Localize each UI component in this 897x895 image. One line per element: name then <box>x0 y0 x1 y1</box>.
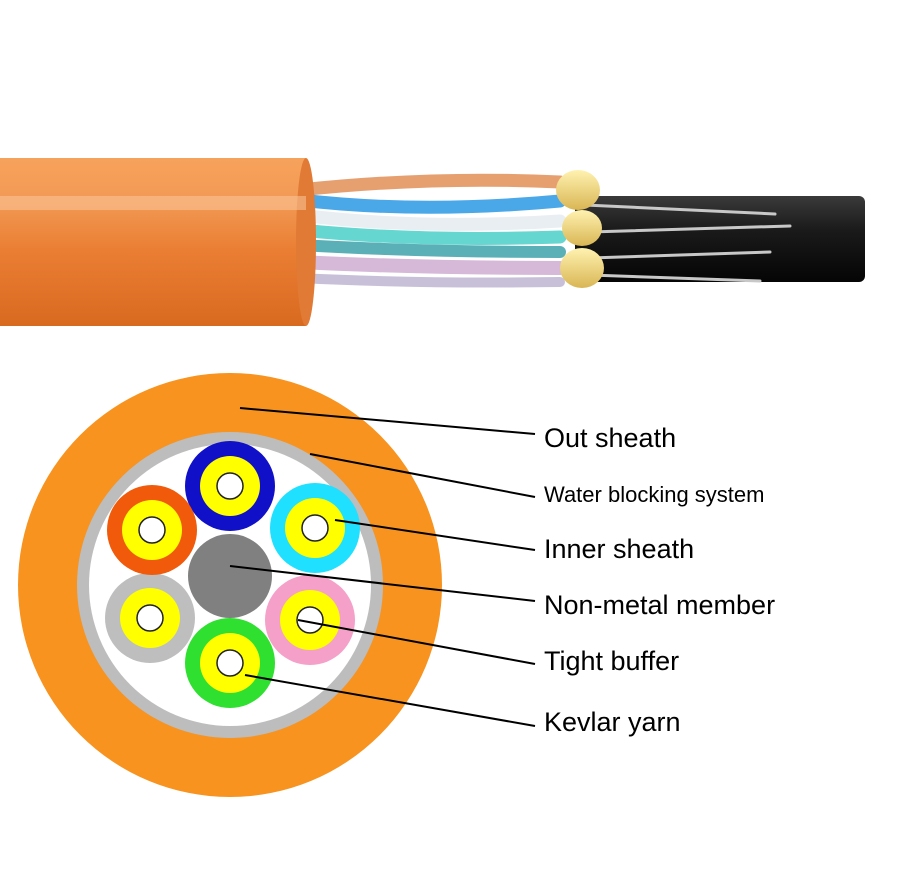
inner-fiber-bundle <box>293 173 567 288</box>
fiber-unit-aqua <box>270 483 360 573</box>
fiber-core <box>216 649 244 677</box>
fiber-unit-rose <box>265 575 355 665</box>
fiber-unit-slate <box>105 573 195 663</box>
cable-side-view <box>0 158 865 326</box>
jacket-highlight <box>0 196 306 210</box>
inner-sheath-label: Inner sheath <box>544 534 694 564</box>
tight-buffer-fibers <box>105 441 360 708</box>
inner-sheath-leader-line <box>334 519 536 551</box>
kevlar-yarn-label: Kevlar yarn <box>544 707 681 737</box>
fiber-core <box>301 514 329 542</box>
fiber-unit-orange <box>107 485 197 575</box>
black-inner-jacket <box>575 196 865 282</box>
aramid-strands <box>583 203 792 283</box>
kevlar-yarn-leader-line <box>244 674 536 727</box>
kevlar-yarn-tufts <box>556 170 604 288</box>
fiber-unit-green <box>185 618 275 708</box>
water-blocking-system-leader-line <box>309 453 536 498</box>
out-sheath-label: Out sheath <box>544 423 676 453</box>
cable-cross-section <box>18 373 442 797</box>
orange-outer-jacket <box>0 158 306 326</box>
non-metal-member-leader-line <box>229 565 536 602</box>
out-sheath-leader-line <box>239 407 536 435</box>
tight-buffer-label: Tight buffer <box>544 646 679 676</box>
fiber-unit-blue <box>185 441 275 531</box>
fiber-core <box>136 604 164 632</box>
non-metal-member-core <box>188 534 272 618</box>
tight-buffer-leader-line <box>297 619 536 665</box>
water-blocking-system-label: Water blocking system <box>544 482 764 507</box>
jacket-end-rim <box>296 158 316 326</box>
fiber-core <box>216 472 244 500</box>
fiber-core <box>138 516 166 544</box>
non-metal-member-label: Non-metal member <box>544 590 775 620</box>
fiber-core <box>296 606 324 634</box>
